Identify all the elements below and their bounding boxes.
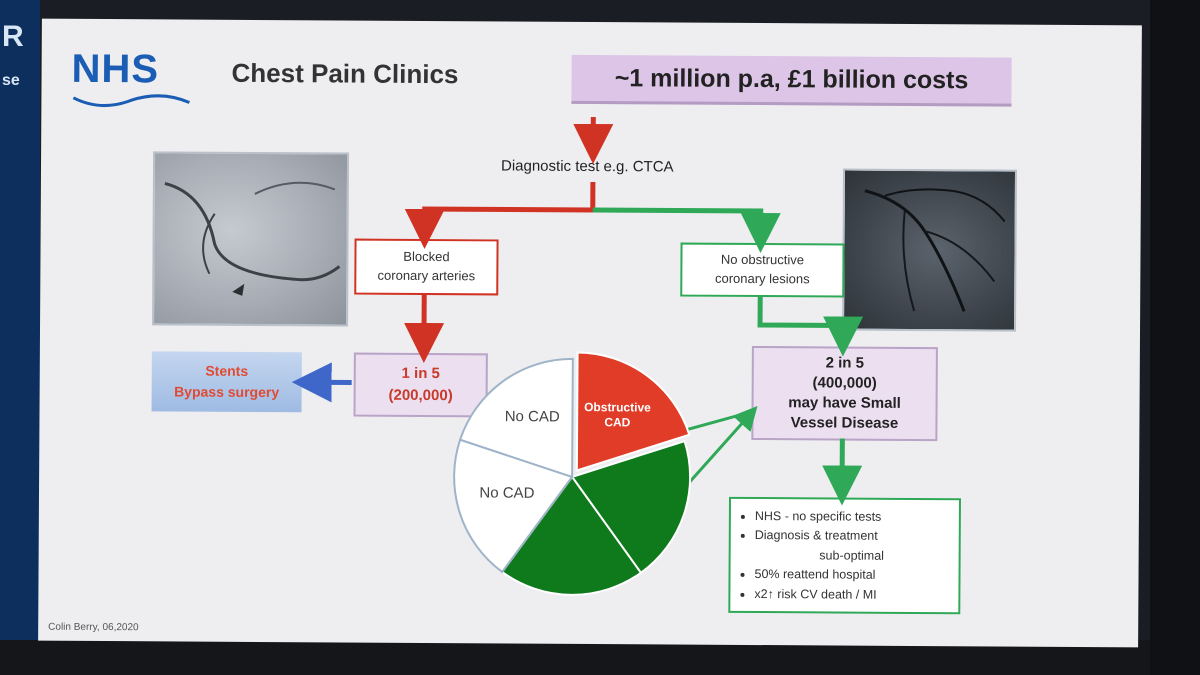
edge-fragment-r: R bbox=[2, 20, 24, 53]
arrow-to-no-obstructive bbox=[592, 207, 781, 254]
edge-fragment-se: se bbox=[2, 72, 20, 89]
pie-slice bbox=[458, 357, 574, 479]
pie-slice bbox=[575, 351, 691, 472]
pie-slice bbox=[453, 438, 574, 574]
pie-slice-label: No CAD bbox=[479, 484, 534, 501]
arrow-to-blocked bbox=[404, 181, 596, 249]
nhs-wave-icon bbox=[72, 94, 190, 108]
monitor-bezel-right bbox=[1150, 0, 1200, 675]
artery-sketch-left bbox=[164, 181, 341, 296]
flow-arrows bbox=[291, 117, 864, 506]
pie-slice bbox=[500, 475, 643, 596]
pie-slice-label: No CAD bbox=[505, 408, 560, 425]
angiogram-image-left bbox=[152, 151, 350, 327]
artery-sketch-right bbox=[864, 188, 1006, 312]
monitor-left-edge: R se bbox=[0, 0, 40, 675]
arrow-to-two-in-five bbox=[757, 295, 864, 357]
pie-slice bbox=[570, 439, 692, 575]
nhs-logo: NHS bbox=[71, 47, 191, 116]
presentation-slide: NHS Chest Pain Clinics ~1 million p.a, £… bbox=[38, 18, 1142, 648]
pie-pointer-lower bbox=[687, 406, 758, 484]
angiogram-image-right bbox=[842, 168, 1018, 332]
